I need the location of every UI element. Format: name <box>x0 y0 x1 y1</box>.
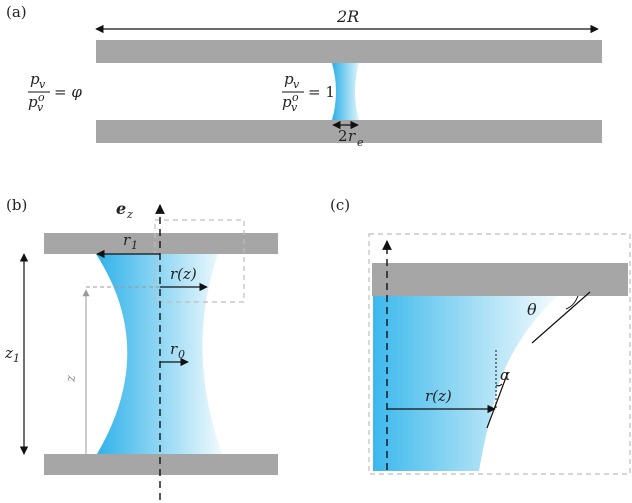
svg-text:v: v <box>37 101 44 114</box>
svg-text:0: 0 <box>178 348 185 361</box>
slope-tangent <box>486 371 509 429</box>
svg-text:v: v <box>291 101 298 114</box>
svg-text:o: o <box>38 91 45 104</box>
theta-arc <box>565 295 579 310</box>
svg-text:1: 1 <box>131 239 138 252</box>
panel-b-label: (b) <box>6 196 27 214</box>
panel-c: (c) θ α r(z) <box>330 196 631 475</box>
panel-a: (a) 2R 2 r e p v p v o = φ p v <box>6 3 602 149</box>
alpha-label: α <box>500 366 510 384</box>
svg-text:p: p <box>28 93 38 111</box>
top-plate-b <box>44 233 278 254</box>
width-label: 2R <box>336 7 359 26</box>
svg-text:r: r <box>170 340 178 358</box>
rz-label-c: r(z) <box>425 387 452 405</box>
svg-text:v: v <box>39 78 46 91</box>
svg-text:v: v <box>293 78 300 91</box>
svg-text:e: e <box>116 199 126 218</box>
contact-tangent <box>531 291 591 344</box>
svg-text:e: e <box>357 136 364 149</box>
svg-text:= 1: = 1 <box>308 83 335 101</box>
bottom-plate-a <box>96 120 602 143</box>
svg-text:o: o <box>292 91 299 104</box>
svg-text:z: z <box>4 344 13 362</box>
svg-text:p: p <box>282 93 292 111</box>
panel-b: (b) e z r 1 r(z) r 0 z <box>4 196 278 500</box>
svg-text:z: z <box>126 208 133 221</box>
svg-text:p: p <box>30 70 40 88</box>
liquid-bridge-b <box>96 254 222 454</box>
zoom-box <box>154 219 245 303</box>
svg-text:= φ: = φ <box>54 83 82 101</box>
liquid-region-c <box>373 296 558 471</box>
plate-c <box>372 263 628 296</box>
svg-text:r: r <box>123 231 131 249</box>
r1-label: r 1 <box>123 231 138 252</box>
alpha-arc <box>495 383 503 387</box>
ambient-ratio: p v p v o = φ <box>28 70 82 114</box>
svg-text:2: 2 <box>338 127 348 145</box>
bridge-ratio: p v p v o = 1 <box>282 70 335 114</box>
rz-label-b: r(z) <box>170 265 197 283</box>
panel-a-label: (a) <box>6 3 27 21</box>
theta-label: θ <box>527 300 537 319</box>
neck-label: 2 r e <box>338 127 364 149</box>
svg-text:r: r <box>348 127 356 145</box>
r0-label: r 0 <box>170 340 185 361</box>
ez-label: e z <box>116 199 133 221</box>
top-plate-a <box>96 40 602 63</box>
liquid-bridge-a <box>332 63 359 120</box>
svg-text:p: p <box>284 70 294 88</box>
z-label: z <box>64 375 79 383</box>
z1-label: z 1 <box>4 344 20 365</box>
panel-c-label: (c) <box>330 196 350 214</box>
zoom-frame <box>368 233 631 475</box>
bottom-plate-b <box>44 454 278 475</box>
svg-text:1: 1 <box>13 352 20 365</box>
